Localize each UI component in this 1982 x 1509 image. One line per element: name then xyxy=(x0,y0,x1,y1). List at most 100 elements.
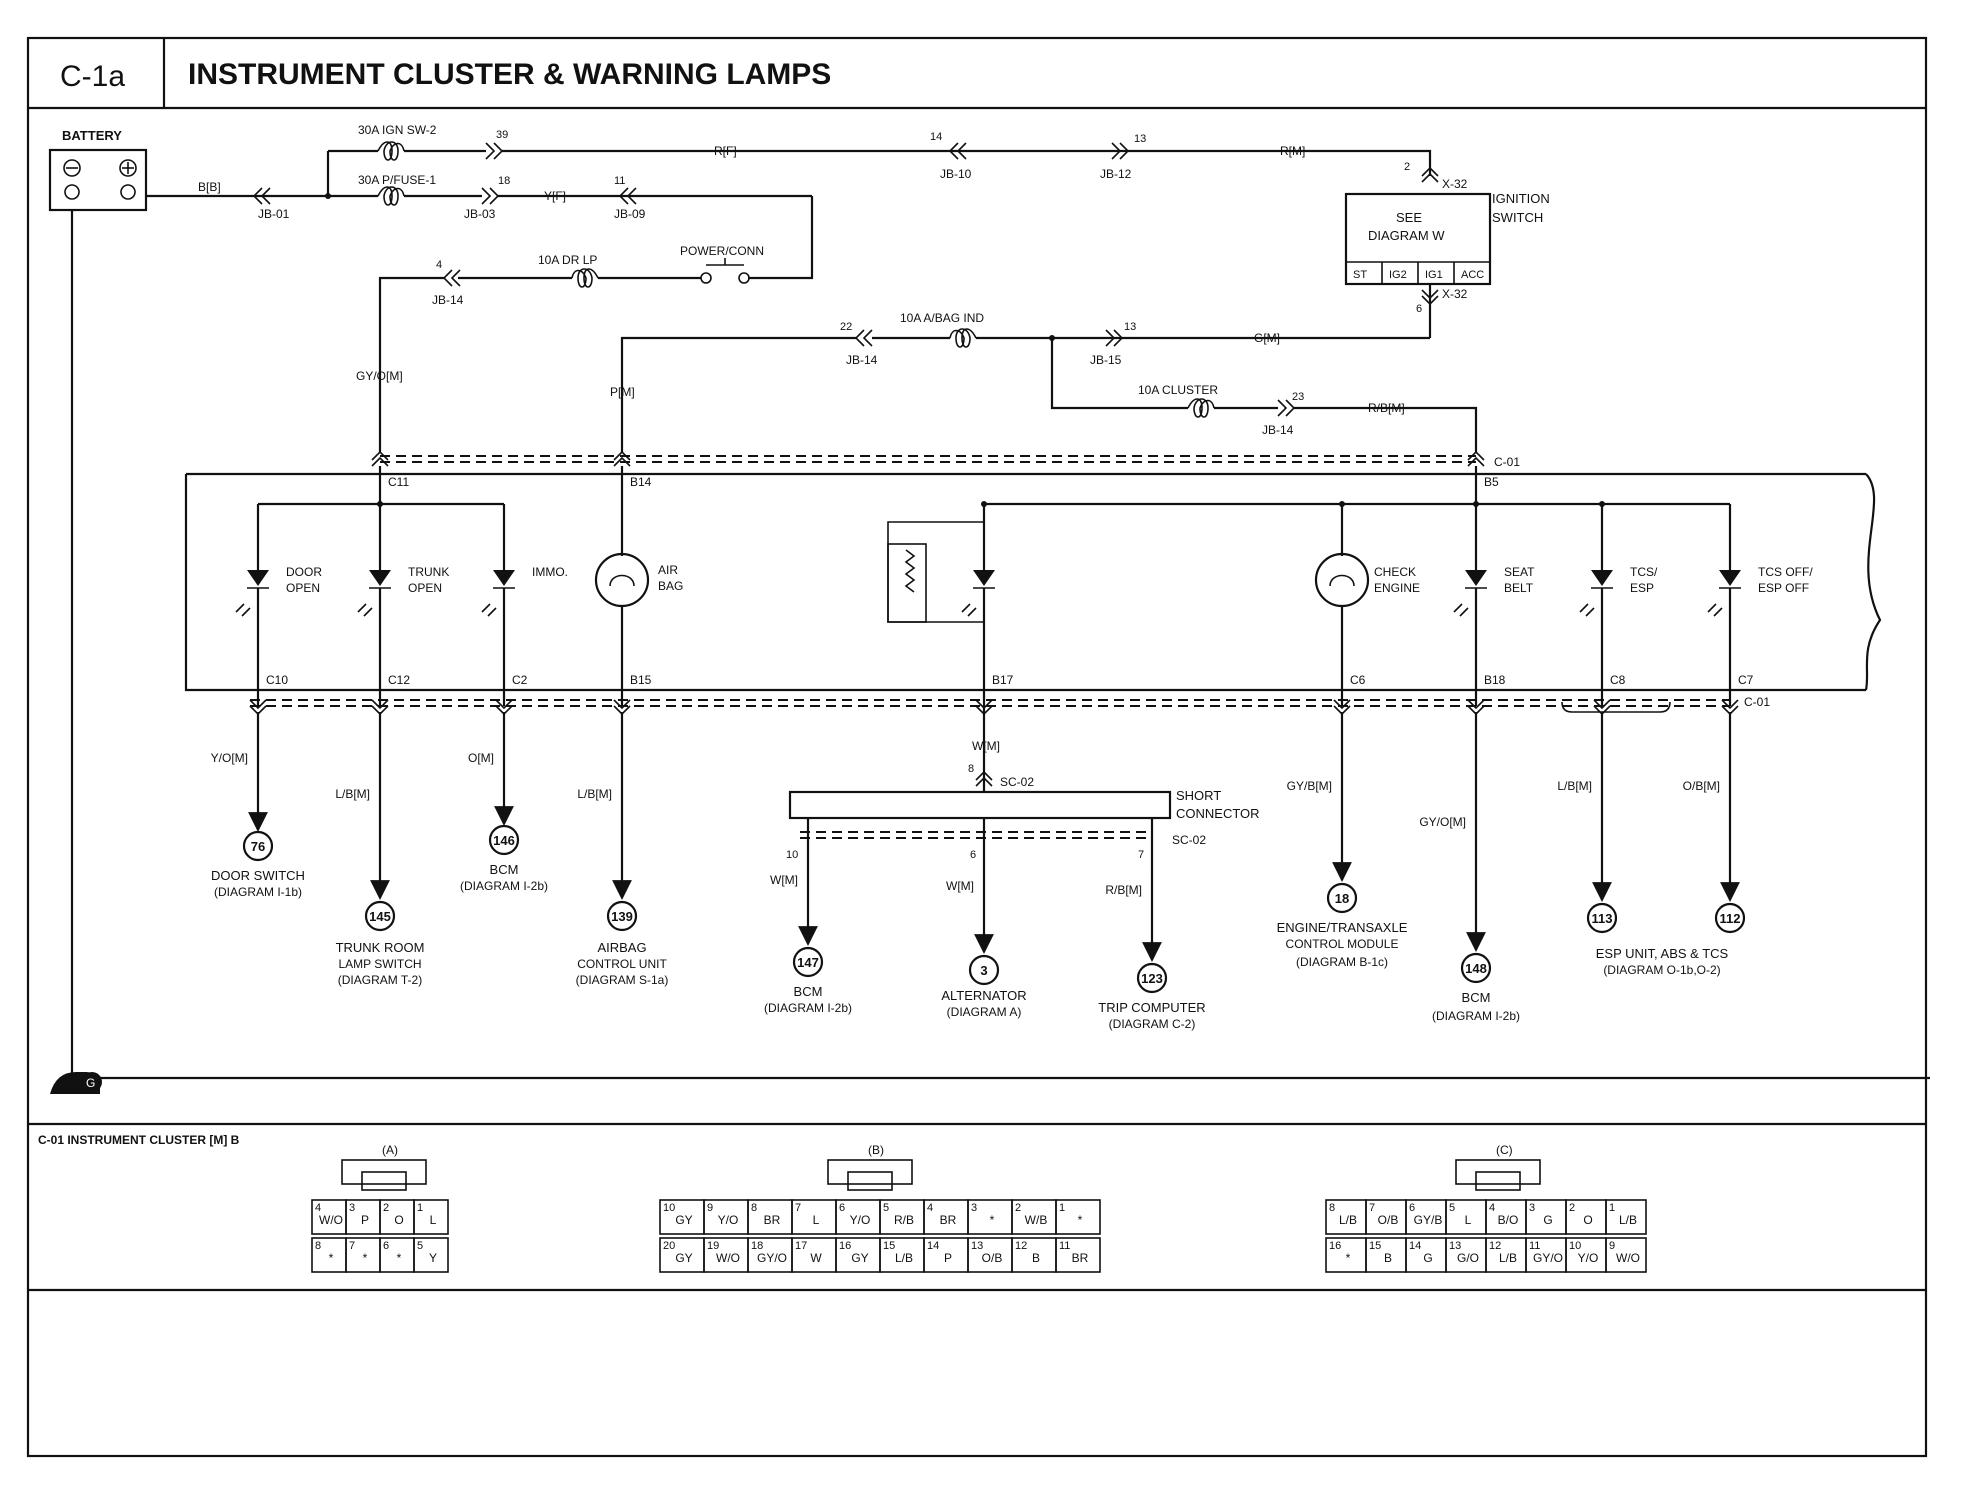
connB-cell-8-color: BR xyxy=(764,1213,781,1227)
connC-cell-7-color: O/B xyxy=(1378,1213,1399,1227)
connB-cell-3-num: 3 xyxy=(971,1202,977,1214)
lamp-tcs-off-esp-off-label-2: ESP OFF xyxy=(1758,581,1809,595)
pin-b18: B18 xyxy=(1484,673,1506,687)
destination-145-badge xyxy=(364,900,396,932)
connA-cell-4-color: W/O xyxy=(319,1213,343,1227)
destination-112-badge xyxy=(1714,902,1746,934)
connA-cell-3-num: 3 xyxy=(349,1202,355,1214)
sheet-border xyxy=(26,36,1928,1458)
connector-b14-icon xyxy=(613,450,631,467)
connC-cell-11-num: 11 xyxy=(1529,1240,1540,1252)
connC-cell-9 xyxy=(1605,1237,1647,1273)
connB-cell-13-num: 13 xyxy=(971,1240,983,1252)
connC-cell-12-num: 12 xyxy=(1489,1240,1501,1252)
resistor-icon xyxy=(904,549,916,593)
destination-76-label-1: DOOR SWITCH xyxy=(211,868,305,883)
pin-23: 23 xyxy=(1292,391,1304,403)
connA-cell-6-color: * xyxy=(397,1251,402,1265)
wire-label-dest-5: W[M] xyxy=(946,879,974,893)
fuse-dr-lp-label: 10A DR LP xyxy=(538,253,597,267)
connB-cell-3-color: * xyxy=(990,1213,995,1227)
lamp-seat-belt-label-1: SEAT xyxy=(1504,565,1535,579)
pin-c11: C11 xyxy=(388,475,409,489)
connB-cell-13-color: O/B xyxy=(982,1251,1003,1265)
connA-cell-6-num: 6 xyxy=(383,1240,389,1252)
destination-147-badge xyxy=(792,946,824,978)
junction-jb14-b: JB-14 xyxy=(846,353,878,367)
connA-cell-2-color: O xyxy=(394,1213,403,1227)
connector-b: (B)10GY9Y/O8BR7L6Y/O5R/B4BR3*2W/B1*20GY1… xyxy=(659,1143,1101,1273)
destination-18-label-3: (DIAGRAM B-1c) xyxy=(1296,955,1388,969)
connC-cell-3-num: 3 xyxy=(1529,1202,1535,1214)
junction-x32-top: X-32 xyxy=(1442,177,1468,191)
wire-label-dest-7: GY/B[M] xyxy=(1287,779,1332,793)
connB-cell-9-num: 9 xyxy=(707,1202,713,1214)
diagram-code: C-1a xyxy=(60,60,125,93)
connB-cell-19-num: 19 xyxy=(707,1240,719,1252)
connector-jb01-icon xyxy=(252,187,271,205)
wire-label-dest-6: R/B[M] xyxy=(1105,883,1142,897)
connA-cell-7-num: 7 xyxy=(349,1240,355,1252)
destination-147-number: 147 xyxy=(797,955,819,970)
connC-cell-10-color: Y/O xyxy=(1578,1251,1599,1265)
destination-145-label-2: LAMP SWITCH xyxy=(338,957,421,971)
destination-147-label-1: BCM xyxy=(794,984,823,999)
battery xyxy=(48,148,148,212)
battery-label: BATTERY xyxy=(62,128,122,143)
short-connector-label-1: SHORT xyxy=(1176,788,1221,803)
wire-label-dest-9: L/B[M] xyxy=(1557,779,1592,793)
destination-18-badge xyxy=(1326,882,1358,914)
destination-147-label-2: (DIAGRAM I-2b) xyxy=(764,1001,852,1015)
connB-cell-15-num: 15 xyxy=(883,1240,895,1252)
lamp-tcs-esp-label-1: TCS/ xyxy=(1630,565,1658,579)
connB-cell-2-num: 2 xyxy=(1015,1202,1021,1214)
junction-jb10: JB-10 xyxy=(940,167,972,181)
connC-cell-8-num: 8 xyxy=(1329,1202,1335,1214)
connB-cell-7-num: 7 xyxy=(795,1202,801,1214)
connB-cell-19-color: W/O xyxy=(716,1251,740,1265)
lamp-check-label-1: CHECK xyxy=(1374,565,1416,579)
wire-label-gyom-top: GY/O[M] xyxy=(356,369,403,383)
wire-label-dest-4: W[M] xyxy=(770,873,798,887)
pin-b17: B17 xyxy=(992,673,1014,687)
fuse-dr-lp-icon xyxy=(571,268,599,288)
connC-cell-10-num: 10 xyxy=(1569,1240,1581,1252)
pin-8-sc02: 8 xyxy=(968,763,974,775)
pin-39: 39 xyxy=(496,129,508,141)
connector-c: (C)8L/B7O/B6GY/B5L4B/O3G2O1L/B16*15B14G1… xyxy=(1325,1143,1647,1273)
lamp-tcs-off-esp-off-label-1: TCS OFF/ xyxy=(1758,565,1813,579)
wire-label-dest-0: Y/O[M] xyxy=(211,751,248,765)
wire-label-dest-3: L/B[M] xyxy=(577,787,612,801)
destination-148-label-1: BCM xyxy=(1462,990,1491,1005)
connB-cell-17-color: W xyxy=(810,1251,822,1265)
destination-148-number: 148 xyxy=(1465,961,1487,976)
destination-148-badge xyxy=(1460,952,1492,984)
battery-negative-icon xyxy=(63,159,81,177)
connB-cell-10-num: 10 xyxy=(663,1202,675,1214)
fuse-ign-sw2-label: 30A IGN SW-2 xyxy=(358,123,437,137)
junction-sc02-top: SC-02 xyxy=(1000,775,1034,789)
destination-146-badge xyxy=(488,824,520,856)
connB-cell-1-num: 1 xyxy=(1059,1202,1065,1214)
pin-c6: C6 xyxy=(1350,673,1366,687)
destination-145-label-3: (DIAGRAM T-2) xyxy=(338,973,422,987)
ignition-terminal-acc: ACC xyxy=(1461,269,1484,281)
connB-cell-20-num: 20 xyxy=(663,1240,675,1252)
ignition-diagram-ref: DIAGRAM W xyxy=(1368,228,1445,243)
lamp-tcs-esp-label-2: ESP xyxy=(1630,581,1654,595)
connA-cell-4-num: 4 xyxy=(315,1202,321,1214)
connB-cell-5-color: R/B xyxy=(894,1213,914,1227)
destination-148-label-2: (DIAGRAM I-2b) xyxy=(1432,1009,1520,1023)
pin-c8: C8 xyxy=(1610,673,1626,687)
pin-22: 22 xyxy=(840,321,852,333)
power-conn-label: POWER/CONN xyxy=(680,244,764,258)
connector-b5-icon xyxy=(1467,450,1485,467)
connB-cell-7-color: L xyxy=(813,1213,820,1227)
destination-3-label-1: ALTERNATOR xyxy=(941,988,1026,1003)
lamp-door-open-label-1: DOOR xyxy=(286,565,322,579)
destination-76-badge xyxy=(242,830,274,862)
connC-cell-1-color: L/B xyxy=(1619,1213,1637,1227)
short-connector-label-2: CONNECTOR xyxy=(1176,806,1260,821)
